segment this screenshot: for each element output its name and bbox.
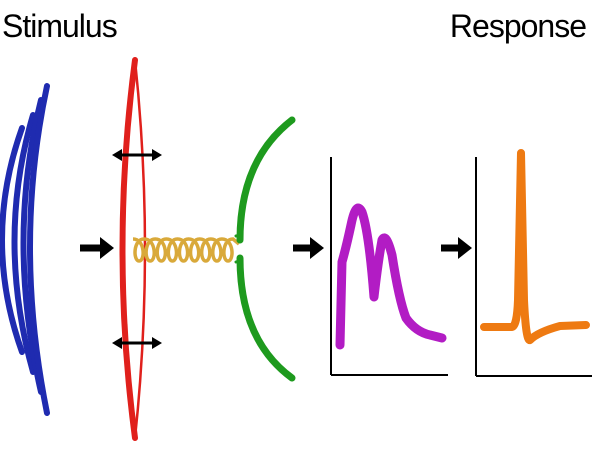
potential-plot-axes	[330, 157, 448, 376]
stimulus-label: Stimulus	[2, 8, 118, 44]
wave-arc-2	[11, 112, 36, 375]
receptor-arc-icon	[234, 116, 296, 382]
action-potential-trace	[480, 149, 590, 345]
response-label: Response	[449, 8, 587, 44]
double-arrow-icon	[112, 149, 162, 161]
arrow-right-icon	[80, 237, 114, 259]
wave-arc-3	[20, 97, 44, 395]
arrow-right-icon	[441, 237, 472, 259]
sound-wave-icon	[0, 83, 50, 416]
spike-plot-axes	[475, 157, 592, 377]
double-arrow-icon	[112, 337, 162, 349]
wave-arc-4	[27, 83, 50, 416]
wave-arc-1	[0, 125, 25, 355]
arrow-right-icon	[293, 237, 324, 259]
spring-icon	[132, 237, 241, 263]
receptor-potential-trace	[335, 203, 447, 350]
